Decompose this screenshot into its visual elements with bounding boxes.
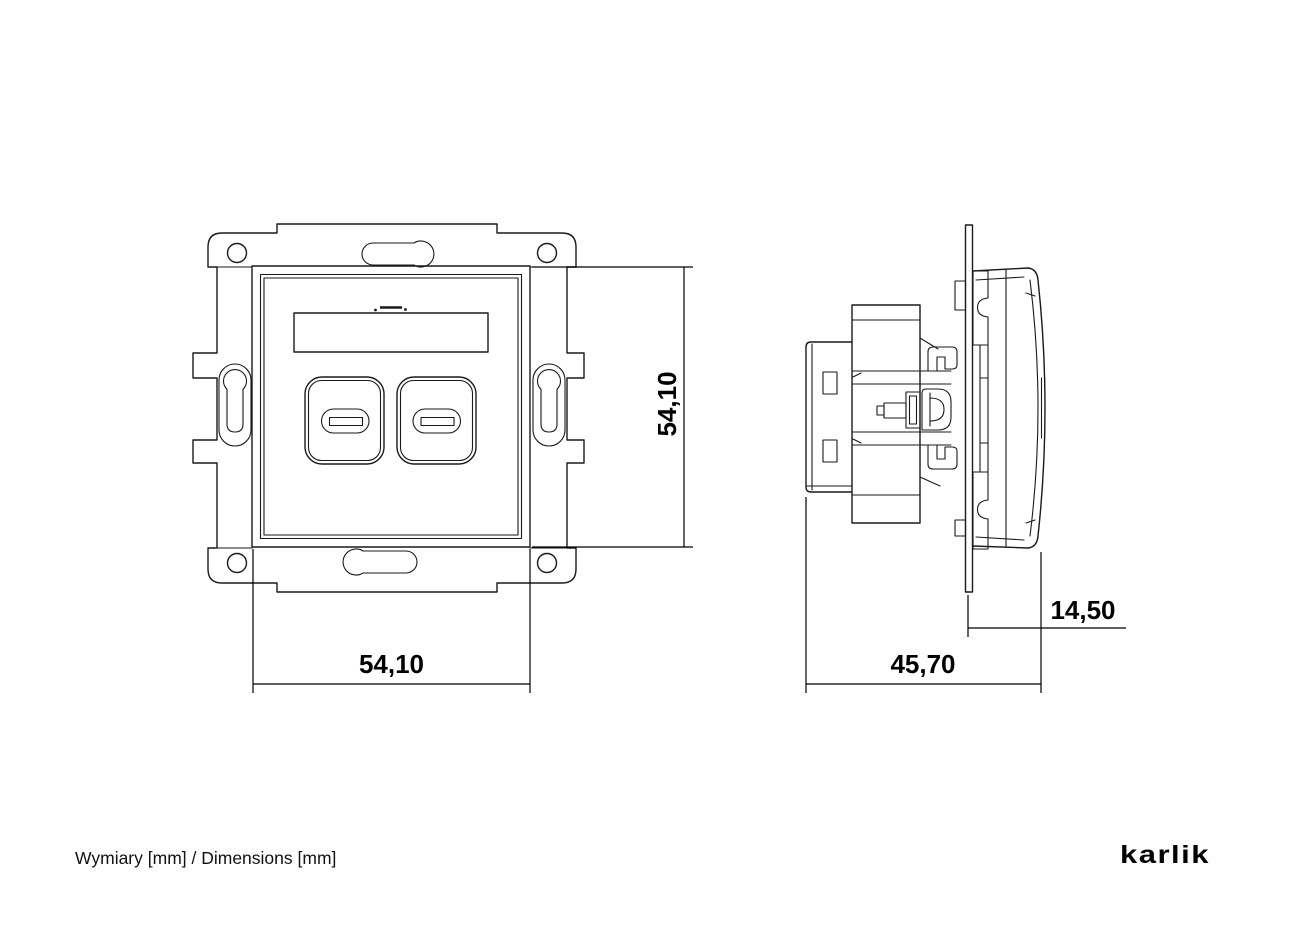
- screw-hole: [536, 552, 558, 574]
- screw-hole: [226, 242, 248, 264]
- front-view-drawing: 54,10 54,10: [192, 223, 693, 693]
- frame-ear-edges: [216, 266, 568, 549]
- keyhole-oval-right: [532, 363, 566, 447]
- keyhole-slot-left: [222, 368, 248, 433]
- side-protrusion-dimension: 14,50: [967, 595, 1126, 637]
- cover-plate-profile: [972, 267, 1046, 549]
- front-height-dimension: 54,10: [532, 266, 693, 548]
- support-yoke: [851, 304, 958, 524]
- cover-plate-outline: [251, 265, 531, 548]
- keyhole-oval-left: [218, 363, 252, 447]
- brand-logo: karlik: [1120, 840, 1211, 869]
- front-width-value: 54,10: [359, 649, 424, 679]
- cover-plate-bevel: [259, 273, 523, 540]
- mounting-flange: [954, 224, 974, 593]
- side-view-drawing: 45,70 14,50: [805, 224, 1126, 693]
- mounting-frame-outline: [192, 223, 585, 593]
- usb-c-port-right: [396, 376, 477, 465]
- screw-hole: [536, 242, 558, 264]
- keyhole-slot-top: [361, 240, 435, 268]
- screw-hole: [226, 552, 248, 574]
- front-height-value: 54,10: [652, 371, 682, 436]
- usb-c-port-left: [304, 376, 385, 465]
- mechanism-box: [805, 341, 853, 493]
- notch-dot: [404, 308, 407, 311]
- notch-dot: [374, 308, 377, 312]
- keyhole-slot-bottom: [342, 548, 418, 576]
- label-window: [293, 312, 489, 353]
- fixing-claw-top: [927, 346, 958, 372]
- keyhole-slot-right: [536, 368, 562, 433]
- side-depth-value: 45,70: [890, 649, 955, 679]
- fixing-claw-bottom: [927, 444, 958, 470]
- side-protrusion-value: 14,50: [1050, 595, 1115, 625]
- latch-pin: [876, 388, 952, 431]
- cover-plate-inner: [263, 277, 519, 536]
- frame-profile: [972, 270, 989, 550]
- front-width-dimension: 54,10: [252, 549, 531, 693]
- side-depth-dimension: 45,70: [805, 497, 1042, 693]
- units-caption: Wymiary [mm] / Dimensions [mm]: [75, 848, 337, 868]
